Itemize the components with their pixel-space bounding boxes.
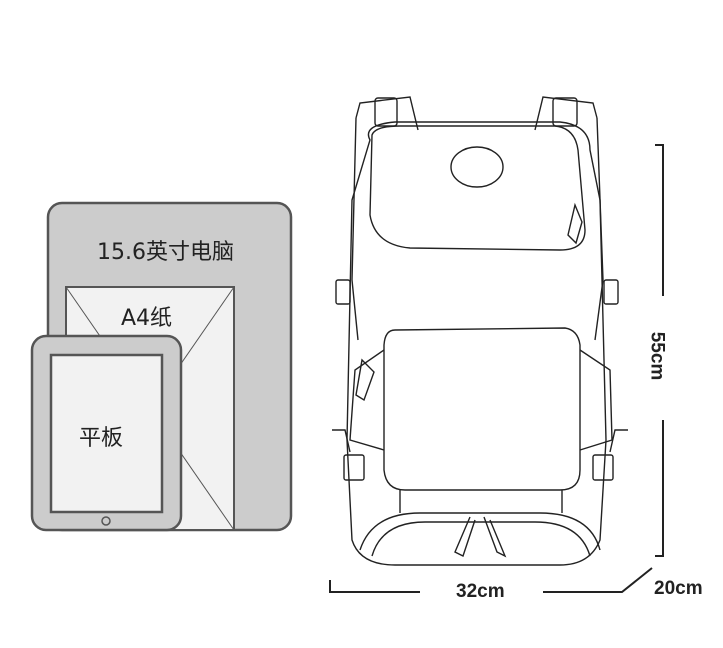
tablet-label: 平板 bbox=[79, 426, 124, 451]
laptop-label: 15.6英寸电脑 bbox=[97, 240, 234, 265]
dimension-lines bbox=[329, 144, 664, 593]
width-dimension-label: 32cm bbox=[456, 581, 505, 602]
height-dimension-label: 55cm bbox=[646, 331, 668, 381]
home-button-icon bbox=[101, 516, 111, 526]
backpack-illustration bbox=[332, 96, 628, 566]
tablet-shape bbox=[30, 334, 183, 532]
depth-dimension-label: 20cm bbox=[654, 578, 703, 599]
a4-paper-label: A4纸 bbox=[121, 306, 173, 331]
logo-patch bbox=[450, 146, 504, 188]
